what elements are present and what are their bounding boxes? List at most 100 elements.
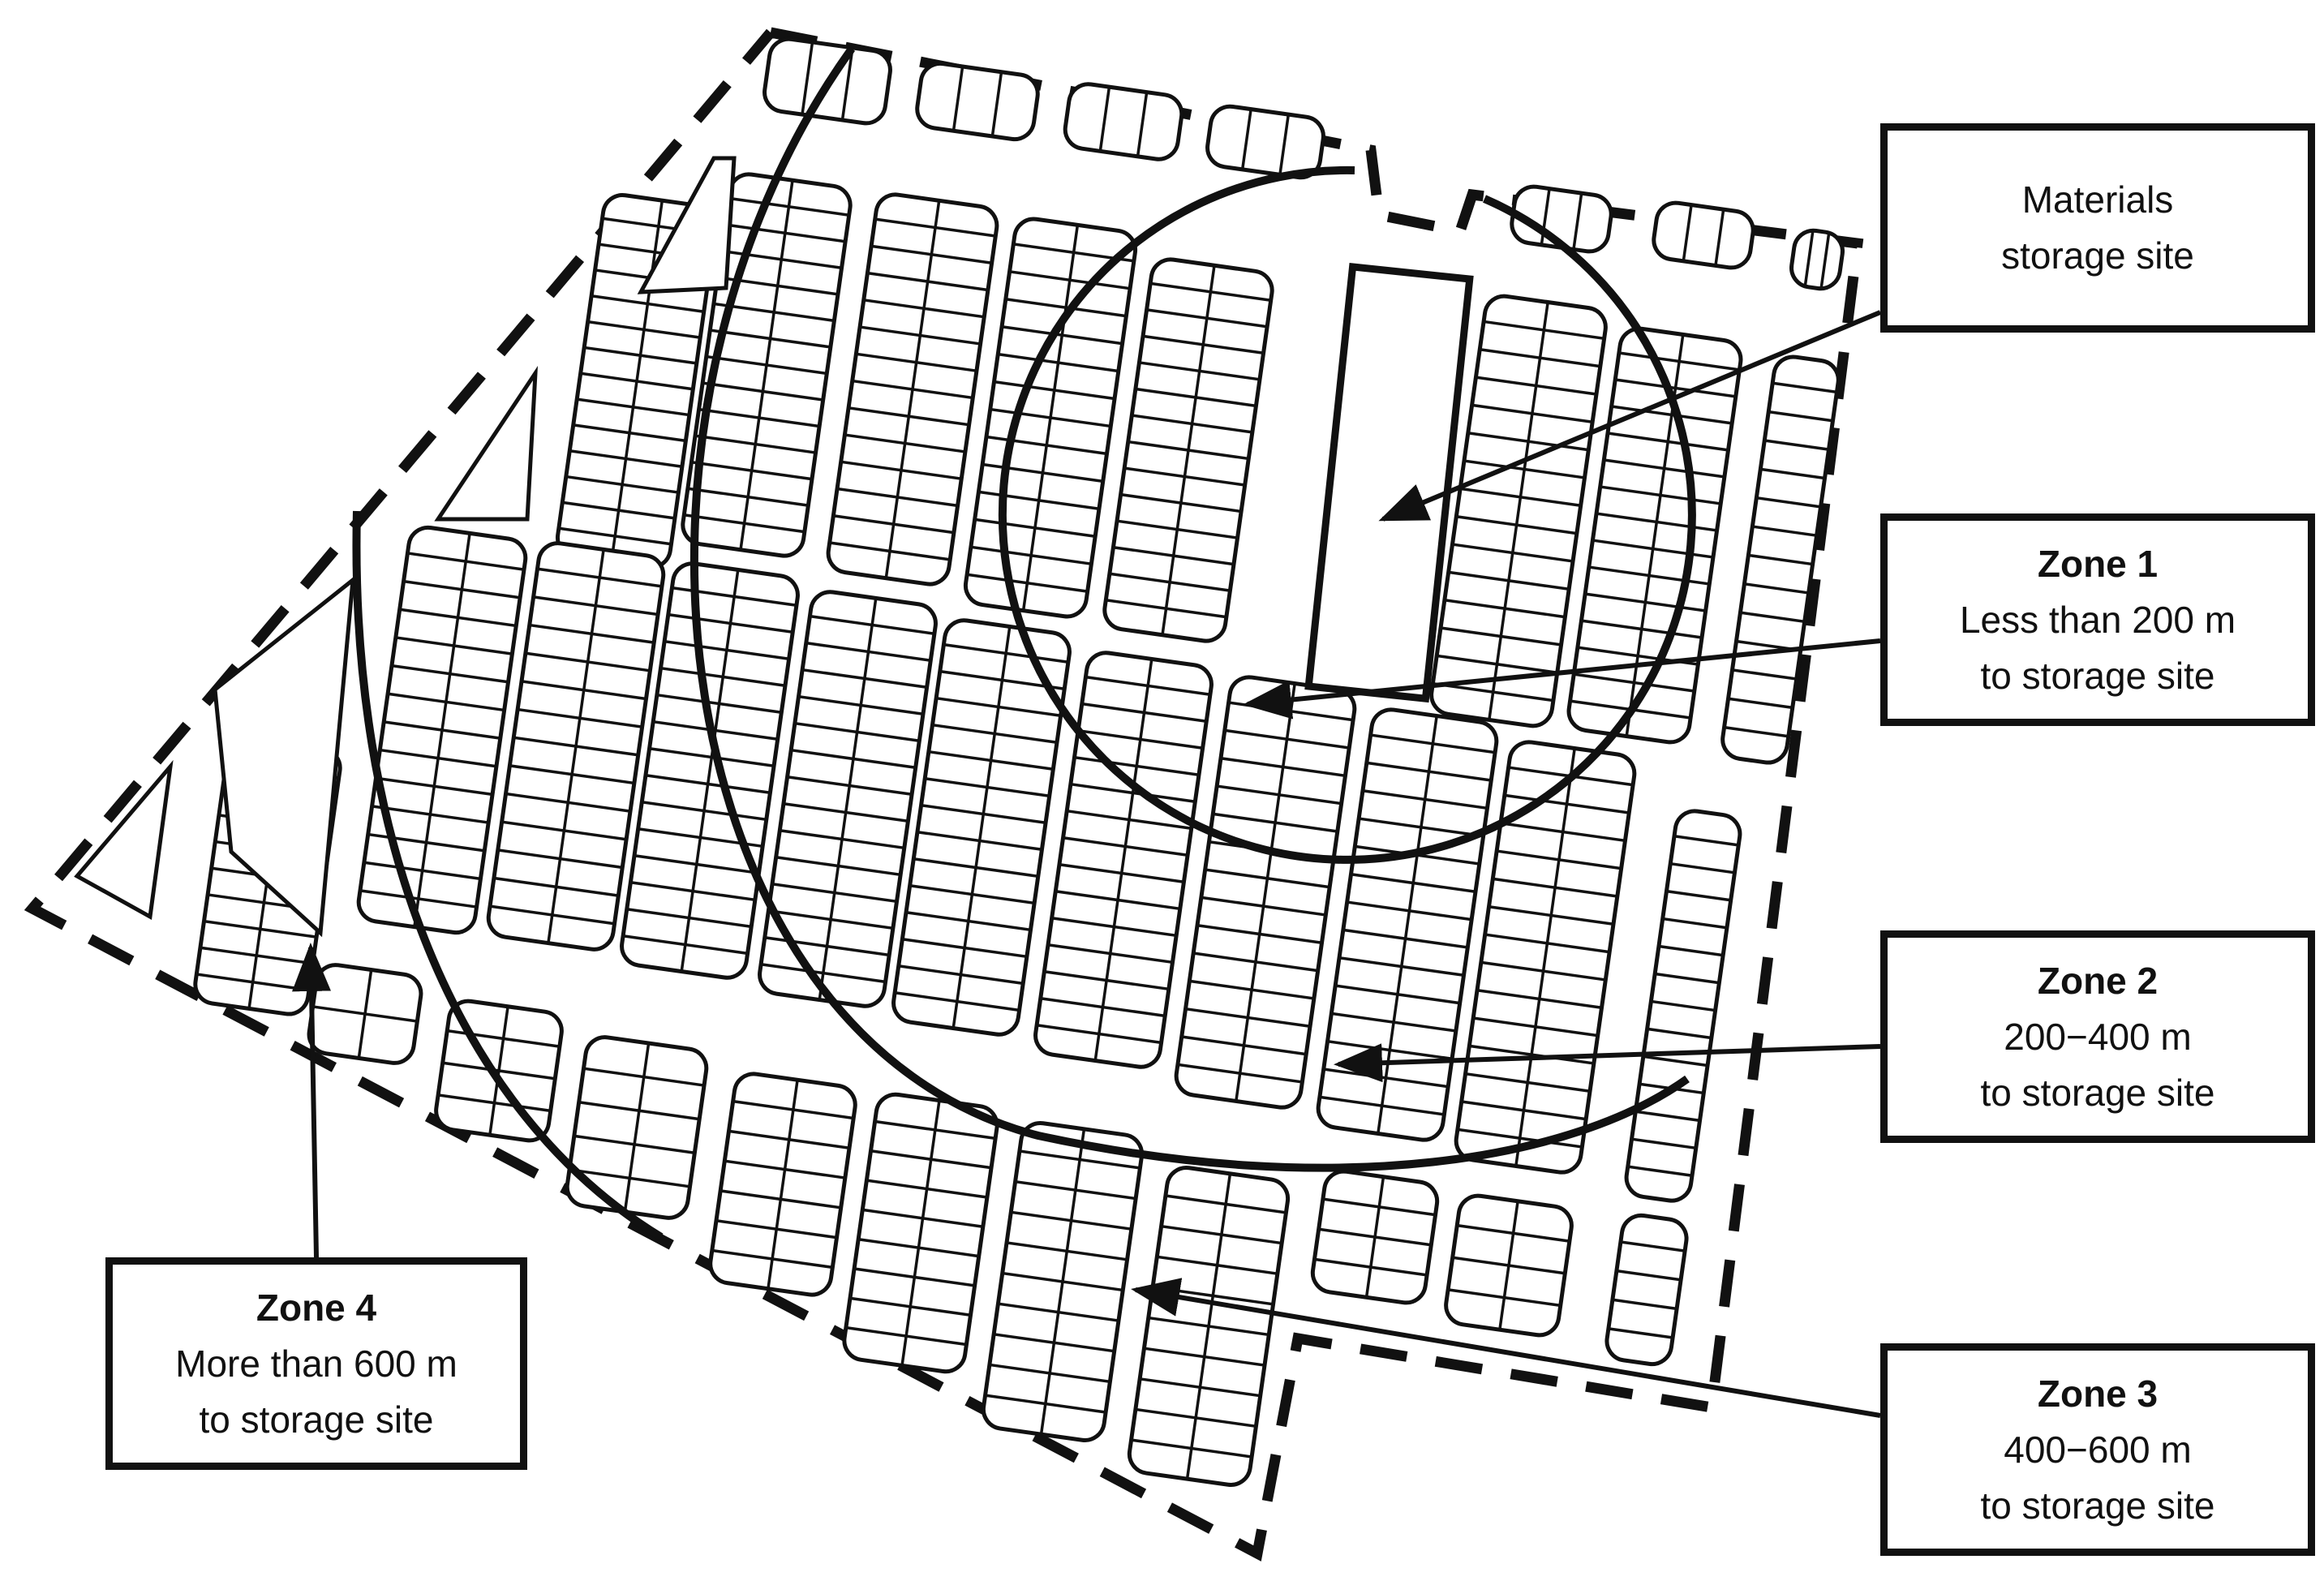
lot-divider (986, 435, 1107, 456)
lot-divider (1001, 324, 1123, 346)
lot-divider (852, 379, 973, 400)
callout-materials-storage: Materials storage site (1880, 123, 2315, 333)
lot-divider (634, 854, 759, 875)
city-block (356, 525, 528, 935)
zone-4-distance: More than 600 m (175, 1342, 457, 1385)
lot-divider (1483, 320, 1604, 341)
lot-divider (866, 1179, 988, 1199)
lot-divider (1756, 496, 1821, 509)
lot-divider (1768, 410, 1833, 423)
lot-divider (1643, 1055, 1708, 1068)
lot-divider (630, 881, 756, 902)
lot-divider (521, 680, 647, 701)
lot-divider (1109, 572, 1231, 592)
corner-block (434, 365, 539, 522)
lot-divider (573, 1134, 695, 1154)
lot-divider (684, 513, 805, 534)
zone-2-target: to storage site (1980, 1071, 2215, 1114)
callout-zone-4: Zone 4 More than 600 m to storage site (105, 1257, 527, 1470)
lot-divider (1036, 1024, 1162, 1045)
lot-divider (728, 1129, 850, 1149)
lot-divider (1165, 1194, 1287, 1214)
lot-divider (1351, 872, 1476, 894)
lot-divider (1744, 582, 1809, 595)
lot-divider (622, 934, 748, 956)
lot-divider (1005, 298, 1127, 318)
city-block (1102, 257, 1274, 643)
lot-divider (935, 696, 1061, 717)
lot-divider (1760, 467, 1825, 480)
lot-divider (1480, 960, 1606, 982)
lot-divider (1201, 896, 1326, 917)
lot-divider (645, 773, 771, 795)
lot-divider (732, 1099, 854, 1120)
lot-divider (642, 800, 767, 822)
lot-divider (898, 964, 1024, 986)
lot-divider (1224, 728, 1350, 750)
lot-divider (1493, 877, 1618, 898)
lot-divider (1318, 1227, 1432, 1247)
block-outline (1652, 200, 1755, 270)
lot-divider (660, 666, 786, 687)
lot-divider (790, 748, 916, 770)
lot-divider (1618, 351, 1740, 372)
lot-divider (1132, 414, 1253, 434)
lot-divider (1452, 1256, 1566, 1275)
lot-divider (771, 883, 897, 904)
lot-divider (1128, 440, 1249, 461)
lot-divider (1314, 1257, 1428, 1277)
city-block (1789, 228, 1845, 291)
lot-divider (668, 612, 793, 634)
lot-divider (1607, 432, 1729, 452)
lot-divider (1074, 755, 1200, 776)
lot-divider (1572, 192, 1583, 250)
lot-divider (724, 223, 846, 243)
lot-divider (1059, 862, 1184, 884)
lot-divider (533, 595, 659, 617)
zone-3-arrow (1131, 1278, 1881, 1418)
lot-divider (1584, 592, 1706, 612)
city-block (1310, 1169, 1440, 1305)
lot-divider (1682, 204, 1693, 262)
lot-divider (1480, 348, 1601, 368)
lot-divider (1055, 889, 1181, 911)
lot-divider (1161, 1224, 1282, 1245)
lot-divider (649, 746, 775, 768)
lot-divider (863, 299, 985, 319)
lot-divider (493, 876, 619, 897)
city-block (1444, 1193, 1574, 1338)
lot-divider (720, 1189, 841, 1209)
lot-divider (900, 1100, 941, 1366)
lot-divider (391, 664, 509, 684)
lot-divider (1063, 836, 1188, 857)
lot-divider (497, 848, 623, 870)
lot-divider (387, 692, 505, 712)
lot-divider (1620, 1240, 1686, 1252)
lot-divider (874, 1119, 996, 1141)
city-block (1205, 104, 1325, 180)
lot-divider (1581, 619, 1703, 639)
lot-divider (1123, 466, 1245, 487)
lot-divider (1120, 492, 1242, 513)
lot-divider (1467, 432, 1589, 452)
lot-divider (1504, 793, 1630, 814)
lot-divider (1666, 889, 1731, 902)
zone-3-ring (352, 510, 664, 1241)
lot-divider (1456, 514, 1578, 535)
lot-divider (1500, 821, 1626, 843)
lot-divider (917, 830, 1042, 852)
lot-divider (1338, 956, 1464, 977)
lot-divider (687, 487, 809, 507)
lot-divider (1444, 598, 1566, 619)
lot-divider (1631, 1137, 1696, 1150)
lot-divider (1047, 943, 1173, 964)
lot-divider (562, 501, 676, 520)
lot-divider (921, 803, 1046, 825)
lot-divider (1040, 997, 1166, 1018)
lot-divider (966, 573, 1088, 593)
lot-divider (857, 1237, 979, 1258)
lot-divider (706, 354, 827, 376)
lot-divider (1724, 725, 1789, 738)
lot-divider (1216, 784, 1342, 806)
lot-divider (844, 433, 966, 453)
